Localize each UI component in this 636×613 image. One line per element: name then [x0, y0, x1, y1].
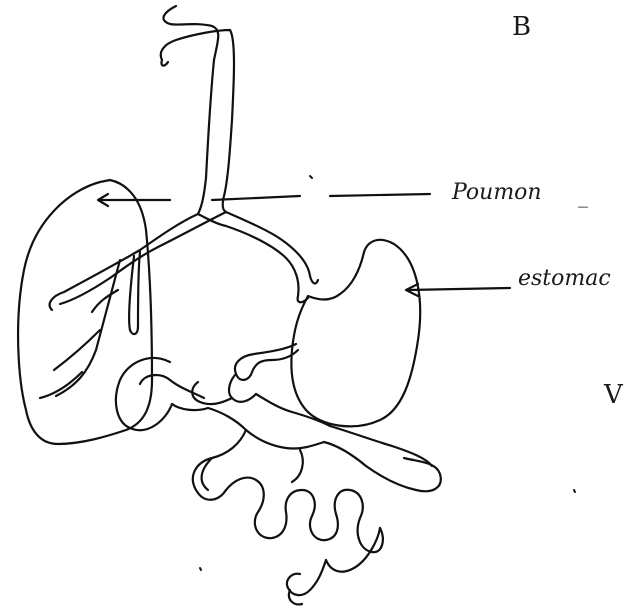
intestines: [116, 344, 441, 604]
bronchi: [50, 212, 318, 310]
trachea-tube: [161, 6, 234, 214]
poumon-label: Poumon: [452, 180, 542, 205]
poumon-dash-mark: _: [578, 184, 588, 208]
pencil-specks: [200, 176, 575, 570]
side-letter-v: V: [604, 380, 623, 410]
poumon-leader-line: [100, 194, 430, 200]
estomac-leader-line: [408, 288, 510, 290]
figure-letter-b: B: [512, 12, 531, 42]
stomach: [291, 240, 420, 426]
estomac-label: estomac: [518, 266, 611, 291]
left-lung: [18, 180, 152, 444]
